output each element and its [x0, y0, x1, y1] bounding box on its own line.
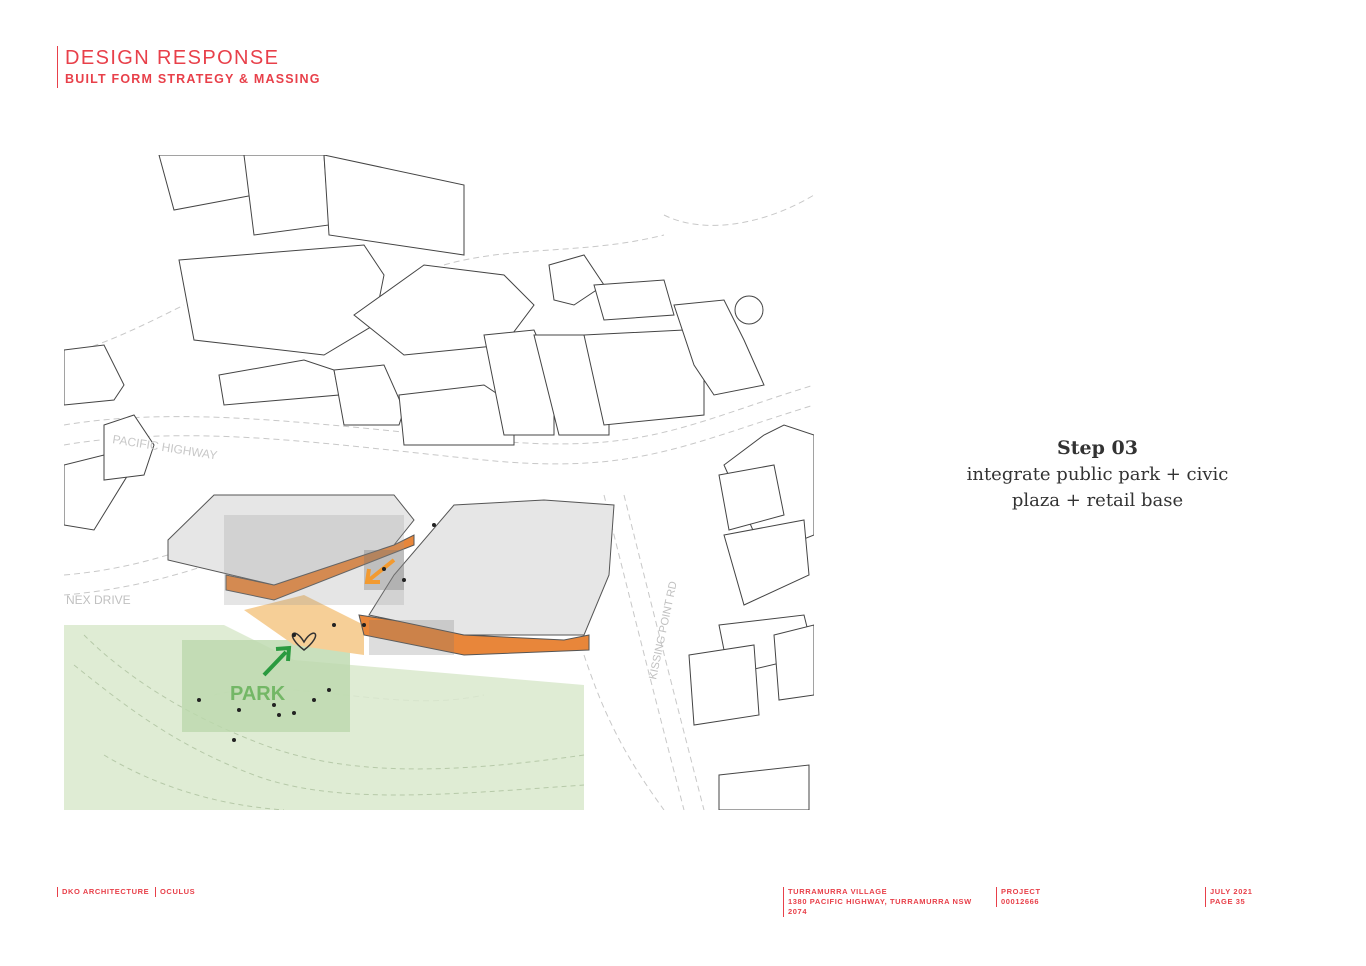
- page-subtitle: BUILT FORM STRATEGY & MASSING: [65, 72, 321, 86]
- footer-partner: OCULUS: [155, 887, 195, 897]
- plaza: [244, 595, 364, 655]
- footer-date-page: JULY 2021 PAGE 35: [1205, 887, 1253, 907]
- date: JULY 2021: [1210, 887, 1253, 896]
- page-header: DESIGN RESPONSE BUILT FORM STRATEGY & MA…: [57, 46, 321, 88]
- footer-firm: DKO ARCHITECTURE: [57, 887, 149, 897]
- page-title: DESIGN RESPONSE: [65, 47, 280, 69]
- orange-arrow-icon: [364, 558, 396, 584]
- context-buildings: [64, 155, 814, 810]
- footer-project-info: TURRAMURRA VILLAGE 1380 PACIFIC HIGHWAY,…: [783, 887, 983, 917]
- park-label: PARK: [230, 683, 286, 705]
- footer-project-number: PROJECT 00012666: [996, 887, 1041, 907]
- road-label-kissing-point-rd: KISSING POINT RD: [647, 580, 680, 680]
- project-name: TURRAMURRA VILLAGE: [788, 887, 888, 896]
- green-arrow-icon: [262, 645, 292, 677]
- step-description-line-1: integrate public park + civic: [966, 464, 1229, 485]
- massing-diagram: PACIFIC HIGHWAY NEX DRIVE KISSING POINT …: [64, 155, 814, 810]
- project-label: PROJECT: [1001, 887, 1041, 896]
- project-number: 00012666: [1001, 897, 1040, 906]
- firm-name: DKO ARCHITECTURE: [62, 887, 150, 896]
- people-markers: [197, 523, 436, 742]
- park-lawn: [182, 640, 350, 732]
- step-description-line-2: plaza + retail base: [1011, 490, 1184, 511]
- road-label-nex-drive: NEX DRIVE: [66, 593, 131, 607]
- proposal-massing: [167, 494, 615, 677]
- page-number: PAGE 35: [1210, 897, 1246, 906]
- step-title: Step 03: [1057, 437, 1138, 459]
- step-caption: Step 03 integrate public park + civic pl…: [960, 434, 1235, 514]
- civic-heart-icon: [291, 632, 317, 651]
- project-address: 1380 PACIFIC HIGHWAY, TURRAMURRA NSW 207…: [788, 897, 972, 916]
- partner-name: OCULUS: [160, 887, 196, 896]
